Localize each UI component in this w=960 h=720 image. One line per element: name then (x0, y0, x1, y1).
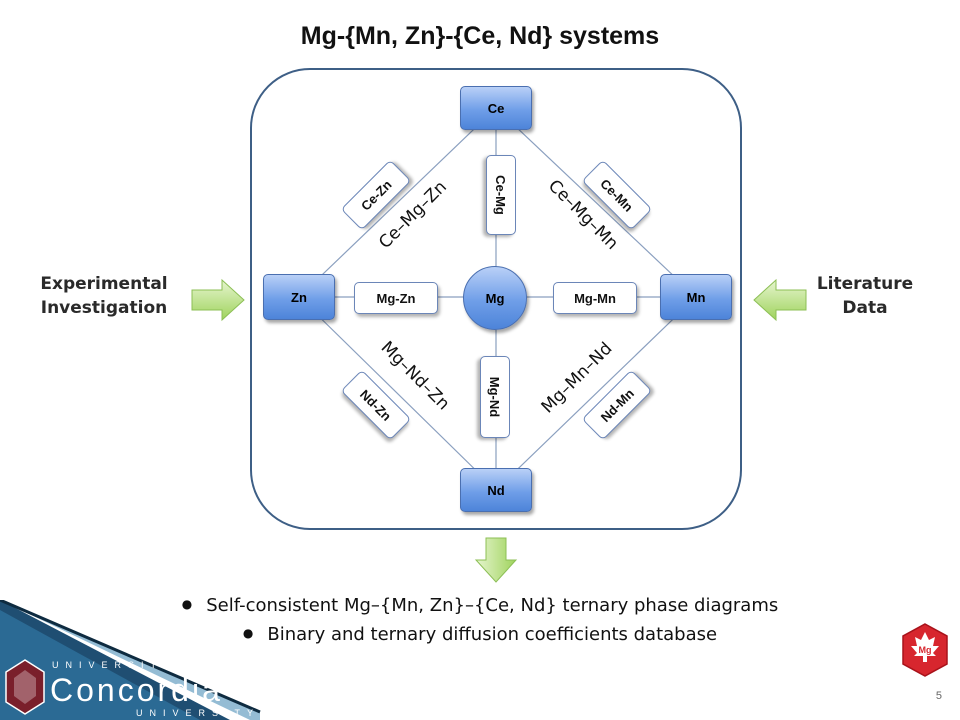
bottom-decor-band (0, 600, 261, 720)
input-experimental-line2: Investigation (40, 298, 168, 318)
input-literature-label: Literature Data (790, 272, 940, 320)
line-mn-nd (495, 296, 697, 491)
binary-mg-mn: Mg-Mn (553, 282, 637, 314)
logo-concordia: Concordia (50, 672, 223, 708)
system-frame (250, 68, 742, 530)
down-arrow-icon (474, 537, 518, 583)
logo-universite: UNIVERSITE (52, 660, 177, 670)
binary-mg-zn: Mg-Zn (354, 282, 438, 314)
node-mg: Mg (463, 266, 527, 330)
left-arrow-icon (753, 278, 807, 322)
input-literature-line2: Data (842, 298, 888, 318)
badge-text: Mg (919, 645, 932, 655)
line-ce-zn (298, 107, 497, 298)
slide-title: Mg-{Mn, Zn}-{Ce, Nd} systems (300, 22, 660, 50)
concordia-emblem-icon (5, 659, 45, 715)
node-nd: Nd (460, 468, 532, 512)
outputs-list: ●Self-consistent Mg–{Mn, Zn}–{Ce, Nd} te… (100, 592, 860, 650)
line-zn-nd (298, 296, 497, 491)
output-item: ●Self-consistent Mg–{Mn, Zn}–{Ce, Nd} te… (181, 595, 779, 616)
logo-university: UNIVERSITY (136, 708, 261, 718)
maple-leaf-badge-icon: Mg (902, 623, 948, 677)
node-zn: Zn (263, 274, 335, 320)
concordia-logo (0, 650, 260, 720)
output-item: ●Binary and ternary diffusion coefficien… (242, 624, 718, 645)
binary-ce-mg: Ce-Mg (486, 155, 516, 235)
input-literature-line1: Literature (816, 274, 914, 294)
right-arrow-icon (191, 278, 245, 322)
node-ce: Ce (460, 86, 532, 130)
page-number: 5 (935, 690, 942, 702)
binary-mg-nd: Mg-Nd (480, 356, 510, 438)
input-experimental-line1: Experimental (40, 274, 168, 294)
line-ce-mn (495, 107, 697, 298)
input-experimental-label: Experimental Investigation (14, 272, 194, 320)
node-mn: Mn (660, 274, 732, 320)
